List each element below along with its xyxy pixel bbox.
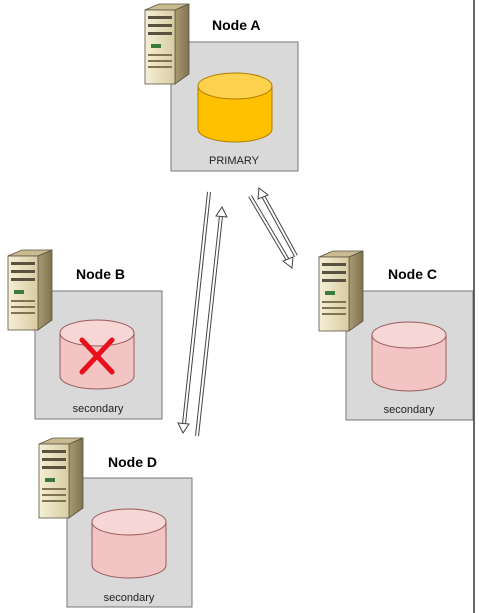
role-label: secondary [104, 592, 155, 604]
replication-link-a-c [248, 187, 298, 269]
database-cylinder-icon [197, 72, 273, 143]
node-title: Node A [212, 17, 260, 33]
node-a: Node A PRIMARY [144, 3, 299, 172]
server-tower-icon [318, 250, 364, 332]
role-label: PRIMARY [209, 155, 260, 167]
node-panel [170, 41, 299, 172]
database-cylinder-icon [91, 508, 167, 579]
server-tower-icon [7, 249, 53, 331]
server-tower-icon [144, 3, 190, 85]
arrow-d-to-a [195, 206, 228, 437]
role-label: secondary [384, 404, 435, 416]
arrow-a-to-c [248, 194, 294, 269]
node-c: Node C secondary [318, 250, 474, 421]
node-b: Node B secondary [7, 249, 163, 420]
arrow-c-to-a [257, 187, 298, 257]
node-title: Node C [388, 266, 437, 282]
replication-link-a-d [177, 191, 228, 437]
database-cylinder-icon [371, 321, 447, 392]
node-title: Node D [108, 454, 157, 470]
database-cylinder-icon [59, 319, 135, 390]
role-label: secondary [73, 403, 124, 415]
node-d: Node D secondary [38, 437, 193, 608]
arrow-a-to-d [177, 191, 211, 434]
node-title: Node B [76, 266, 125, 282]
server-tower-icon [38, 437, 84, 519]
red-x-icon [79, 337, 115, 375]
